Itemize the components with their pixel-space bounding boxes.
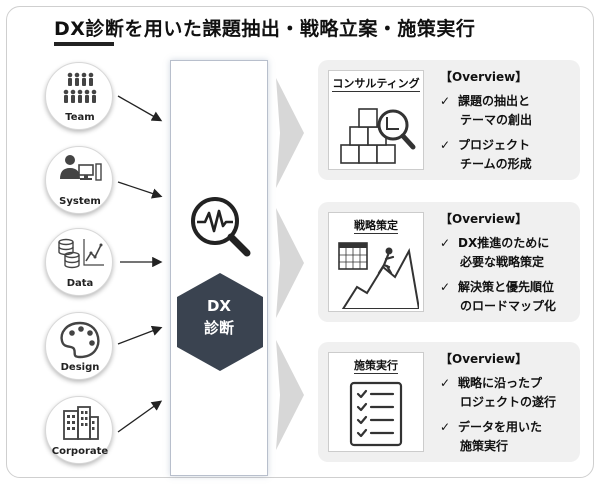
chevron-right-icon bbox=[276, 78, 304, 188]
calendar-climber-icon bbox=[338, 242, 419, 309]
chevron-right-icon bbox=[276, 208, 304, 318]
overview-item: ✓戦略に沿ったプ ロジェクトの遂行 bbox=[440, 376, 557, 409]
analysis-magnifier-icon bbox=[191, 197, 251, 257]
boxes-magnifier-icon bbox=[340, 108, 416, 164]
input-label: Data bbox=[66, 278, 94, 289]
system-icon bbox=[60, 155, 102, 181]
overview-title: 【Overview】 bbox=[440, 212, 528, 226]
overview-title: 【Overview】 bbox=[440, 70, 528, 84]
arrow-design bbox=[117, 325, 163, 345]
card-icon-title: コンサルティング bbox=[332, 77, 420, 92]
center-label-line1: DX bbox=[206, 297, 232, 315]
corporate-icon bbox=[63, 406, 99, 440]
center-label-line2: 診断 bbox=[203, 319, 234, 337]
input-label: Corporate bbox=[51, 446, 109, 457]
chevron-right-icon bbox=[276, 340, 304, 450]
check-icon: ✓ bbox=[440, 376, 451, 390]
input-label: System bbox=[59, 196, 101, 207]
card-strategy: 戦略策定 【Overview】 ✓DX推進のために 必要な戦略策定 ✓解決策と優… bbox=[318, 202, 580, 322]
card-icon-title: 施策実行 bbox=[354, 359, 398, 374]
page-title: DX診断を用いた課題抽出・戦略立案・施策実行 bbox=[54, 18, 476, 40]
check-icon: ✓ bbox=[440, 420, 451, 434]
dx-diagnosis-panel: DX 診断 bbox=[170, 60, 268, 476]
overview-item: ✓プロジェクト チームの形成 bbox=[440, 138, 532, 171]
check-icon: ✓ bbox=[440, 138, 451, 152]
input-data: Data bbox=[45, 228, 113, 296]
input-label: Design bbox=[60, 362, 100, 373]
dx-hexagon bbox=[177, 273, 263, 371]
design-icon bbox=[60, 321, 100, 359]
card-consulting: コンサルティング 【Overview】 ✓課題の抽出と テーマの創出 ✓プロジェ… bbox=[318, 60, 580, 180]
card-icon-box: コンサルティング bbox=[328, 70, 424, 170]
input-label: Team bbox=[65, 112, 95, 123]
checklist-icon bbox=[349, 381, 403, 447]
input-design: Design bbox=[45, 312, 113, 380]
check-icon: ✓ bbox=[440, 236, 451, 250]
check-icon: ✓ bbox=[440, 280, 451, 294]
card-icon-title: 戦略策定 bbox=[354, 219, 398, 234]
arrow-team bbox=[117, 95, 163, 122]
team-icon bbox=[63, 72, 97, 103]
overview-item: ✓DX推進のために 必要な戦略策定 bbox=[440, 236, 550, 269]
card-execution: 施策実行 【Overview】 ✓戦略に沿ったプ ロジェクトの遂行 ✓データを用… bbox=[318, 342, 580, 462]
title-underline bbox=[54, 42, 114, 46]
overview-item: ✓解決策と優先順位 のロードマップ化 bbox=[440, 280, 557, 313]
data-icon bbox=[58, 238, 104, 269]
arrow-corporate bbox=[117, 400, 163, 433]
card-icon-box: 施策実行 bbox=[328, 352, 424, 452]
arrow-system bbox=[117, 181, 163, 199]
overview-item: ✓データを用いた 施策実行 bbox=[440, 420, 543, 453]
check-icon: ✓ bbox=[440, 94, 451, 108]
overview-title: 【Overview】 bbox=[440, 352, 528, 366]
card-icon-box: 戦略策定 bbox=[328, 212, 424, 312]
overview-item: ✓課題の抽出と テーマの創出 bbox=[440, 94, 533, 127]
input-team: Team bbox=[45, 62, 113, 130]
input-corporate: Corporate bbox=[45, 396, 113, 464]
input-system: System bbox=[45, 146, 113, 214]
